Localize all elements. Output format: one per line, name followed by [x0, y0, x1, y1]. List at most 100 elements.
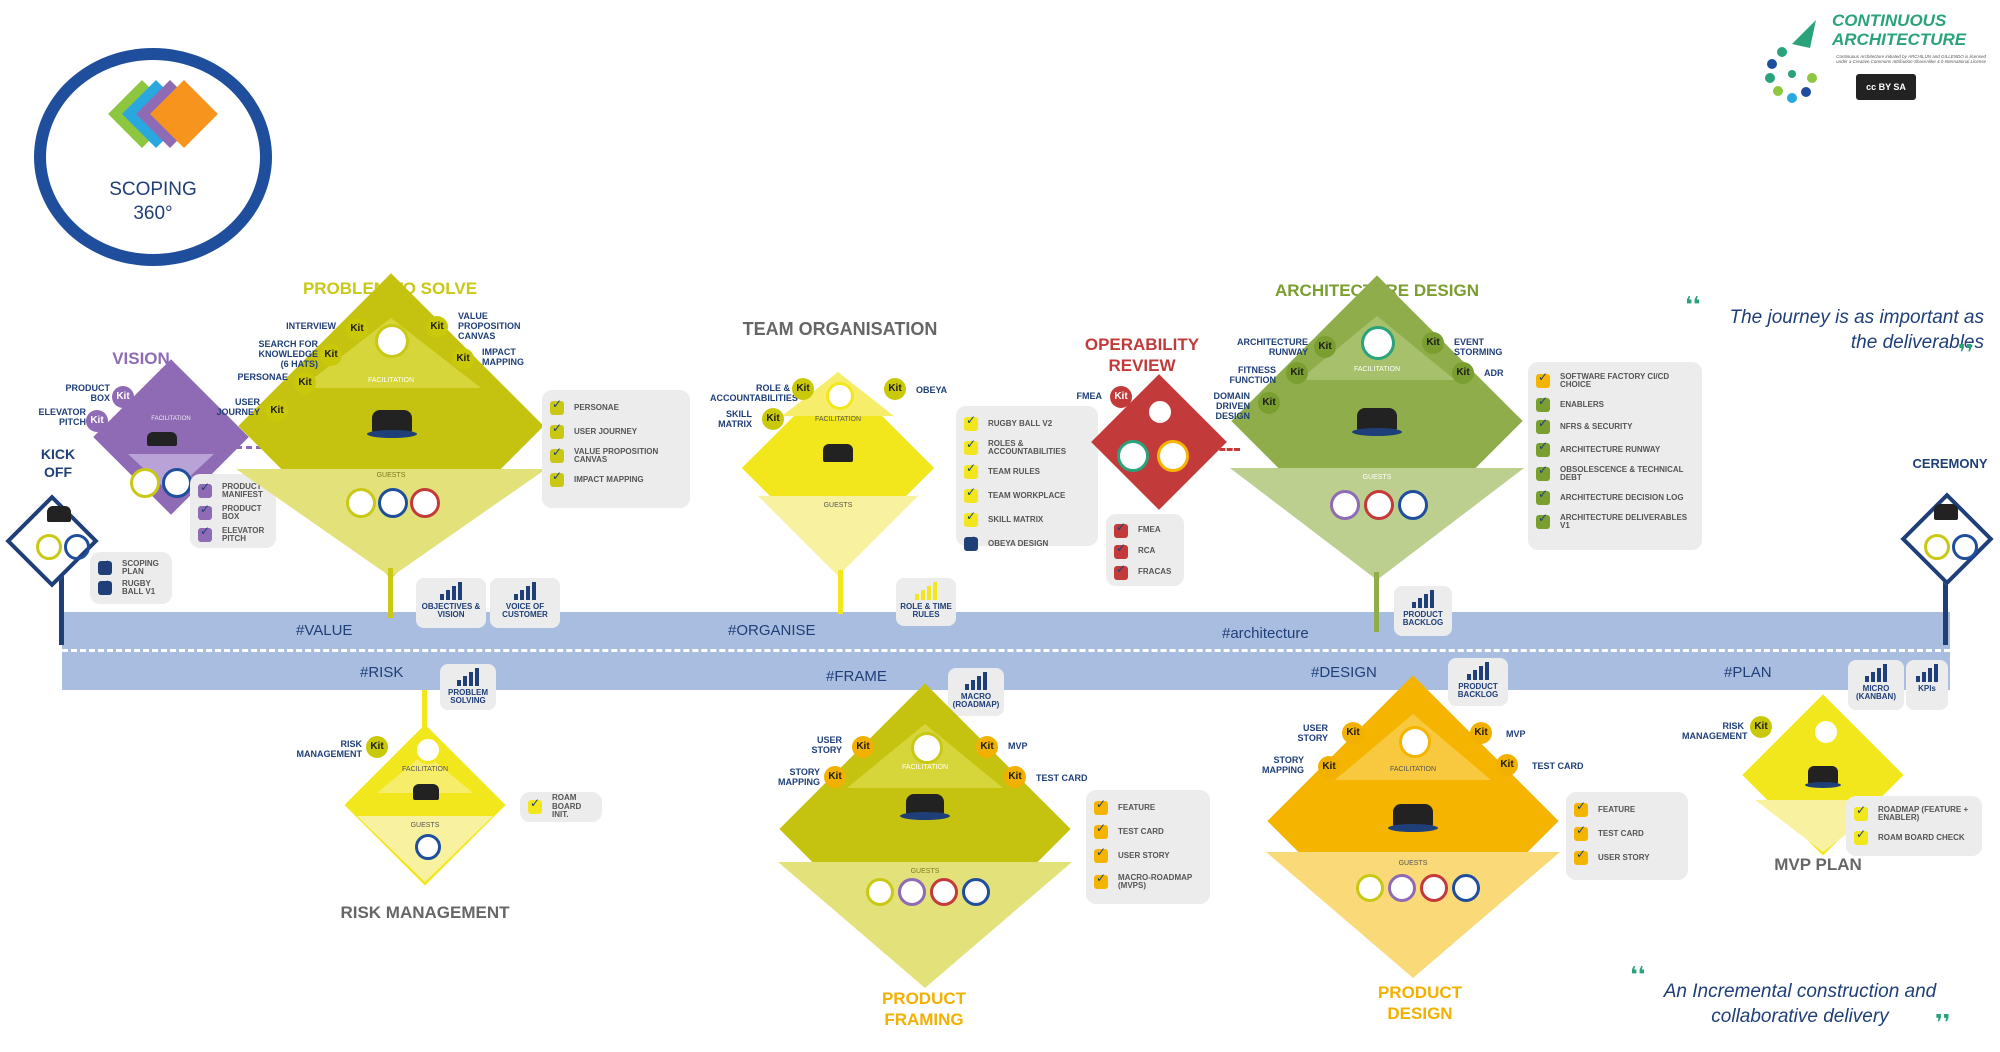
- guest-circle: [1356, 874, 1384, 902]
- kit-label: MVP: [1008, 741, 1028, 751]
- guest-circle: [1364, 490, 1394, 520]
- pdesign-panel: FEATURE TEST CARD USER STORY: [1566, 792, 1688, 880]
- card-kpis: KPIs: [1906, 660, 1948, 710]
- check-icon: [550, 422, 564, 439]
- team-silhouette-icon: [1808, 766, 1838, 784]
- kit-icon[interactable]: Kit: [426, 316, 448, 338]
- check-icon: [1114, 542, 1128, 559]
- kit-icon[interactable]: Kit: [792, 378, 814, 400]
- card-product-backlog-design: PRODUCT BACKLOG: [1448, 658, 1508, 706]
- guest-circle: [962, 878, 990, 906]
- kit-icon[interactable]: Kit: [294, 372, 316, 394]
- guest-circle: [346, 488, 376, 518]
- tag-organise: #ORGANISE: [728, 622, 816, 639]
- kit-icon[interactable]: Kit: [1470, 722, 1492, 744]
- check-icon: [1094, 872, 1108, 889]
- check-icon: [198, 481, 212, 498]
- kickoff-post: [59, 575, 64, 645]
- check-icon: [964, 414, 978, 431]
- kit-icon[interactable]: Kit: [1422, 332, 1444, 354]
- tag-frame: #FRAME: [826, 668, 887, 685]
- check-icon: [1574, 848, 1588, 865]
- kit-icon[interactable]: Kit: [320, 344, 342, 366]
- kit-icon[interactable]: Kit: [976, 736, 998, 758]
- card-objectives: OBJECTIVES & VISION: [416, 578, 486, 628]
- tag-architecture: #architecture: [1222, 625, 1309, 642]
- kit-icon[interactable]: Kit: [884, 378, 906, 400]
- guest-circle: [1157, 440, 1189, 472]
- kit-icon[interactable]: Kit: [1258, 392, 1280, 414]
- check-icon: [1536, 417, 1550, 434]
- team-silhouette-icon: [823, 444, 853, 462]
- kit-icon[interactable]: Kit: [112, 386, 134, 408]
- check-icon: [1536, 371, 1550, 388]
- facilitation-label: FACILITATION: [814, 416, 862, 423]
- kit-icon[interactable]: Kit: [86, 410, 108, 432]
- chart-icon: [898, 582, 954, 600]
- kit-label: INTERVIEW: [286, 321, 336, 331]
- risk-title: RISK MANAGEMENT: [340, 903, 510, 922]
- tag-plan: #PLAN: [1724, 664, 1772, 681]
- rocket-logo-icon: [1765, 20, 1817, 103]
- kit-label: SEARCH FOR KNOWLEDGE (6 HATS): [258, 339, 318, 369]
- kit-icon[interactable]: Kit: [824, 766, 846, 788]
- card-micro-kanban: MICRO (KANBAN): [1848, 660, 1904, 710]
- check-icon: [1854, 828, 1868, 845]
- check-icon: [550, 446, 564, 463]
- kit-label: ELEVATOR PITCH: [38, 407, 86, 427]
- kit-icon[interactable]: Kit: [346, 318, 368, 340]
- facilitation-circle: [826, 382, 854, 410]
- kickoff-title: KICK OFF: [40, 446, 76, 480]
- kit-icon[interactable]: Kit: [1004, 766, 1026, 788]
- framing-panel: FEATURE TEST CARD USER STORY MACRO-ROADM…: [1086, 790, 1210, 904]
- check-icon: [964, 486, 978, 503]
- team-silhouette-icon: [906, 794, 944, 814]
- chart-icon: [1908, 664, 1946, 682]
- kit-label: USER JOURNEY: [216, 397, 260, 417]
- check-icon: [1536, 440, 1550, 457]
- kit-icon[interactable]: Kit: [1342, 722, 1364, 744]
- kit-icon[interactable]: Kit: [1452, 362, 1474, 384]
- guest-circle: [1452, 874, 1480, 902]
- facilitation-label: FACILITATION: [151, 416, 191, 422]
- kit-icon[interactable]: Kit: [762, 408, 784, 430]
- facilitation-circle: [1812, 718, 1840, 746]
- pdesign-guests-band: [1266, 852, 1560, 978]
- kit-icon[interactable]: Kit: [1286, 362, 1308, 384]
- kit-icon[interactable]: Kit: [1318, 756, 1340, 778]
- kit-icon[interactable]: Kit: [266, 400, 288, 422]
- guests-label: GUESTS: [410, 822, 440, 829]
- chart-icon: [1850, 664, 1902, 682]
- archdesign-guests-band: [1230, 468, 1524, 580]
- guests-label: GUESTS: [910, 868, 940, 875]
- kit-icon[interactable]: Kit: [452, 348, 474, 370]
- tag-design: #DESIGN: [1311, 664, 1377, 681]
- chart-icon: [492, 582, 558, 600]
- guest-circle: [130, 468, 160, 498]
- facilitation-label: FACILITATION: [367, 377, 415, 384]
- team-silhouette-icon: [372, 410, 412, 432]
- kit-icon[interactable]: Kit: [852, 736, 874, 758]
- card-role-time: ROLE & TIME RULES: [896, 578, 956, 626]
- kit-label: ARCHITECTURE RUNWAY: [1237, 337, 1308, 357]
- guest-circle: [866, 878, 894, 906]
- guest-circle: [36, 534, 62, 560]
- kit-icon[interactable]: Kit: [1750, 716, 1772, 738]
- kit-label: TEST CARD: [1036, 773, 1088, 783]
- kit-icon[interactable]: Kit: [1314, 336, 1336, 358]
- dashed-connector: [1212, 448, 1240, 451]
- team-silhouette-icon: [147, 432, 177, 446]
- team-silhouette-icon: [1357, 408, 1397, 430]
- chart-icon: [950, 672, 1002, 690]
- facilitation-label: FACILITATION: [1389, 766, 1437, 773]
- operability-panel: FMEA RCA FRACAS: [1106, 514, 1184, 586]
- kit-icon[interactable]: Kit: [366, 736, 388, 758]
- check-icon: [1536, 395, 1550, 412]
- guest-circle: [378, 488, 408, 518]
- kit-icon[interactable]: Kit: [1110, 386, 1132, 408]
- check-icon: [198, 525, 212, 542]
- kit-icon[interactable]: Kit: [1496, 754, 1518, 776]
- guests-label: GUESTS: [1398, 860, 1428, 867]
